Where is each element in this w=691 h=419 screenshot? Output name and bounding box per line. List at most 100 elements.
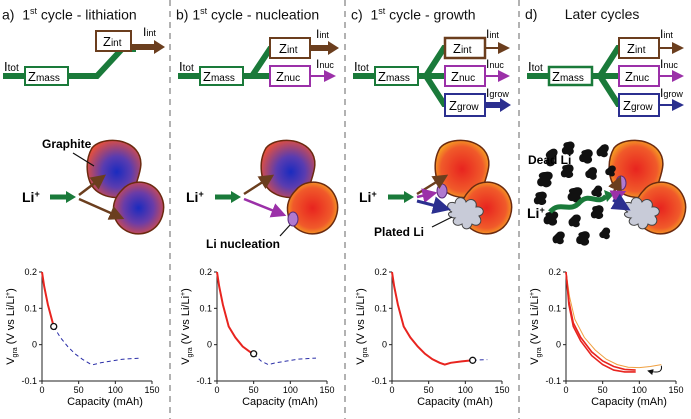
lithiated-particle: [286, 181, 339, 235]
i-nuc-label: Inuc: [660, 57, 678, 71]
dead-li-debris: [533, 141, 616, 246]
dashed-curve: [253, 353, 317, 366]
cycle-curve: [565, 271, 636, 373]
i-int-label: Iint: [486, 27, 499, 41]
state-marker: [469, 356, 477, 364]
nucleation-pointer: [279, 224, 291, 237]
x-axis-label: Capacity (mAh): [242, 396, 318, 408]
y-axis-label: Vgra (V vs Li/Li+): [529, 288, 543, 365]
li-green-arrowhead: [404, 191, 414, 203]
panel-d-particles: Dead Li Li+: [527, 139, 687, 246]
y-tick-label: 0: [556, 340, 561, 350]
i-tot-label: Itot: [179, 59, 194, 74]
y-tick-label: 0: [207, 340, 212, 350]
nuc-flow-arrow: [416, 188, 438, 204]
green-wire: [3, 46, 136, 79]
cycle-curve: [565, 271, 662, 369]
panel-b-circuit: Zmass Itot Zint Iint Znuc Inuc: [178, 27, 339, 87]
y-tick-label: 0.1: [199, 303, 212, 313]
y-tick-label: 0.1: [24, 303, 37, 313]
li-nucleation-label: Li nucleation: [206, 237, 280, 251]
z-int-label: Zint: [627, 41, 646, 56]
nuc-flow-arrow: [243, 197, 287, 218]
z-mass-label: Zmass: [28, 69, 60, 84]
plated-li-dendrite: [623, 197, 660, 230]
z-grow-label: Zgrow: [623, 98, 653, 113]
x-tick-label: 50: [74, 385, 84, 395]
z-nuc-label: Znuc: [451, 69, 475, 84]
y-axis-label: Vgra (V vs Li/Li+): [180, 288, 194, 365]
panel-d-title: d) Later cycles: [525, 6, 640, 22]
solid-curve: [216, 271, 255, 355]
li-ion-label: Li+: [359, 189, 377, 205]
i-int-label: Iint: [316, 27, 329, 41]
y-tick-label: 0.2: [374, 267, 387, 277]
int-arrowhead: [154, 40, 165, 54]
plated-li-dendrite: [447, 197, 484, 230]
i-tot-label: Itot: [4, 59, 19, 74]
x-tick-label: 150: [144, 385, 159, 395]
x-tick-label: 50: [249, 385, 259, 395]
x-tick-label: 100: [108, 385, 123, 395]
z-mass-box: [374, 66, 419, 86]
graphite-particle-2: [112, 181, 165, 235]
dead-li-label: Dead Li: [528, 153, 571, 167]
z-mass-label: Zmass: [552, 69, 584, 84]
i-int-label: Iint: [660, 27, 673, 41]
i-grow-label: Igrow: [486, 86, 509, 100]
li-ion-label: Li+: [186, 189, 204, 205]
x-tick-label: 100: [283, 385, 298, 395]
i-nuc-label: Inuc: [486, 57, 504, 71]
i-int-label: Iint: [143, 25, 156, 39]
x-tick-label: 150: [494, 385, 509, 395]
dashed-curve: [53, 326, 142, 366]
li-nucleus: [436, 183, 448, 199]
y-tick-label: 0.2: [24, 267, 37, 277]
solid-curve: [41, 271, 55, 327]
li-green-tortuous-arrow: [548, 194, 608, 214]
li-ion-label: Li+: [527, 205, 545, 221]
y-tick-label: -0.1: [196, 376, 212, 386]
y-tick-label: 0.1: [374, 303, 387, 313]
plated-li-pointer: [431, 216, 453, 228]
panel-c-particles: Li+ Plated Li: [359, 139, 513, 239]
x-axis-label: Capacity (mAh): [591, 396, 667, 408]
y-tick-label: -0.1: [545, 376, 561, 386]
z-int-label: Zint: [279, 41, 298, 56]
li-green-arrowhead: [231, 191, 241, 203]
x-tick-label: 0: [214, 385, 219, 395]
z-grow-label: Zgrow: [449, 98, 479, 113]
y-tick-label: 0: [382, 340, 387, 350]
i-tot-label: Itot: [528, 59, 543, 74]
panel-a-circuit: Zmass Itot Zint Iint: [3, 25, 165, 86]
li-nucleus: [287, 211, 299, 227]
z-mass-label: Zmass: [203, 69, 235, 84]
x-tick-label: 150: [319, 385, 334, 395]
y-axis-label: Vgra (V vs Li/Li+): [355, 288, 369, 365]
y-tick-label: 0.2: [199, 267, 212, 277]
plated-li-label: Plated Li: [374, 225, 424, 239]
state-marker: [250, 350, 258, 358]
li-green-arrowhead: [66, 191, 76, 203]
graphite-pointer: [72, 152, 95, 167]
z-int-label: Zint: [103, 34, 122, 49]
x-tick-label: 0: [389, 385, 394, 395]
y-tick-label: -0.1: [371, 376, 387, 386]
z-nuc-label: Znuc: [625, 69, 649, 84]
x-tick-label: 0: [39, 385, 44, 395]
graphite-label: Graphite: [42, 137, 92, 151]
i-nuc-label: Inuc: [316, 57, 334, 71]
x-tick-label: 50: [598, 385, 608, 395]
y-tick-label: 0: [32, 340, 37, 350]
y-axis-label: Vgra (V vs Li/Li+): [5, 288, 19, 365]
z-mass-box: [199, 66, 244, 86]
li-ion-label: Li+: [22, 189, 40, 205]
x-tick-label: 0: [563, 385, 568, 395]
x-tick-label: 150: [668, 385, 683, 395]
panel-b-title: b) 1st cycle - nucleation: [176, 6, 320, 23]
grow-arrowhead: [500, 98, 511, 112]
panel-d-circuit: Zmass Itot Zint Iint Znuc Inuc Zgrow Igr…: [527, 27, 684, 117]
